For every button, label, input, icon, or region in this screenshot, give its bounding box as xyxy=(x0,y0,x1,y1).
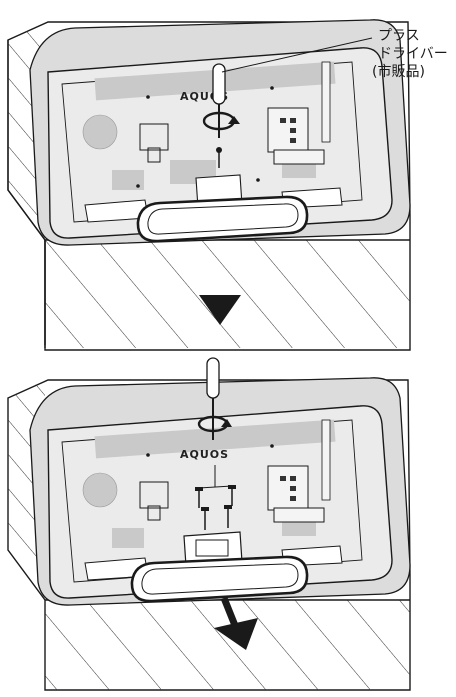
screwdriver-callout-line-2: ドライバー xyxy=(378,46,448,62)
screw-icon xyxy=(224,505,232,528)
screw-icon-group xyxy=(195,465,236,530)
callout-leader-line xyxy=(221,37,373,73)
rotate-arrow-icon xyxy=(202,111,240,131)
aquos-logo-2: AQUOS xyxy=(180,448,229,461)
screwdriver-callout-line-1: プラス xyxy=(378,28,420,44)
screw-icon xyxy=(195,487,203,508)
down-pull-arrow-icon xyxy=(214,596,258,650)
rotate-arrow-icon xyxy=(197,415,232,433)
tv-back-panel-2: AQUOS xyxy=(47,405,393,599)
screw-icon xyxy=(216,147,222,168)
screw-icon xyxy=(228,485,236,506)
step-1-illustration: AQUOS xyxy=(7,19,411,351)
screwdriver-callout-line-3: (市販品) xyxy=(372,64,425,80)
screwdriver-icon xyxy=(212,63,226,138)
step-2-illustration: AQUOS xyxy=(7,357,411,691)
down-arrow-icon xyxy=(199,295,241,325)
screwdriver-icon xyxy=(206,357,220,440)
screw-icon xyxy=(201,507,209,530)
stand-base xyxy=(136,195,309,243)
stand-base-2 xyxy=(130,555,309,603)
